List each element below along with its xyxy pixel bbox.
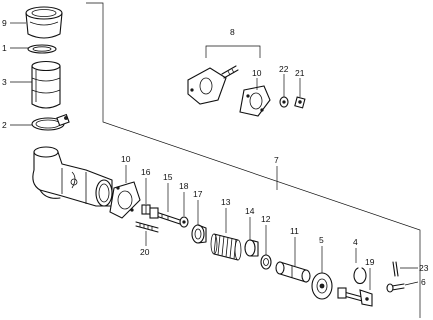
stud-bolt-20 [135,221,159,233]
dust-boot-5 [311,272,333,300]
assembly-boundary-line [86,2,421,318]
callout-7: 7 [274,155,279,165]
clevis-pin-6 [386,283,405,293]
callout-20: 20 [140,247,150,257]
callout-17: 17 [193,189,203,199]
cap-washer [27,44,57,54]
callout-14: 14 [245,206,255,216]
callout-6: 6 [421,277,426,287]
callout-8: 8 [230,27,235,37]
flange-gasket-lower [109,181,141,219]
flange-stud-assembly-8 [187,65,239,105]
reservoir-tank [31,60,61,109]
callout-22: 22 [279,64,289,74]
callout-21: 21 [295,68,305,78]
piston-cup-17 [191,224,207,244]
washer-22 [279,96,289,108]
washer-18 [179,216,189,228]
callout-13: 13 [221,197,231,207]
spring-seat-14 [244,239,259,257]
master-cylinder-body [32,146,113,207]
callout-18: 18 [179,181,189,191]
callout-1: 1 [2,43,7,53]
callout-16: 16 [141,167,151,177]
reservoir-cap [25,6,63,39]
callout-2: 2 [2,120,7,130]
callout-15: 15 [163,172,173,182]
callout-5: 5 [319,235,324,245]
hose-clamp [31,113,70,131]
callout-9: 9 [2,18,7,28]
callout-10-upper: 10 [252,68,262,78]
snap-ring-4 [353,267,367,285]
callout-10-lower: 10 [121,154,131,164]
nut-16 [141,204,151,215]
push-rod-clevis-19 [337,287,373,307]
nut-21 [294,96,306,109]
callout-4: 4 [353,237,358,247]
callout-11: 11 [290,226,299,236]
flange-gasket-upper [239,85,271,117]
callout-19: 19 [365,257,375,267]
bolt-15 [149,207,181,225]
cotter-pin-23 [392,261,399,277]
callout-3: 3 [2,77,7,87]
callout-23: 23 [419,263,429,273]
callout-12: 12 [261,214,271,224]
return-spring [210,233,242,261]
piston-seal-12 [260,254,272,270]
piston-11 [275,261,311,283]
